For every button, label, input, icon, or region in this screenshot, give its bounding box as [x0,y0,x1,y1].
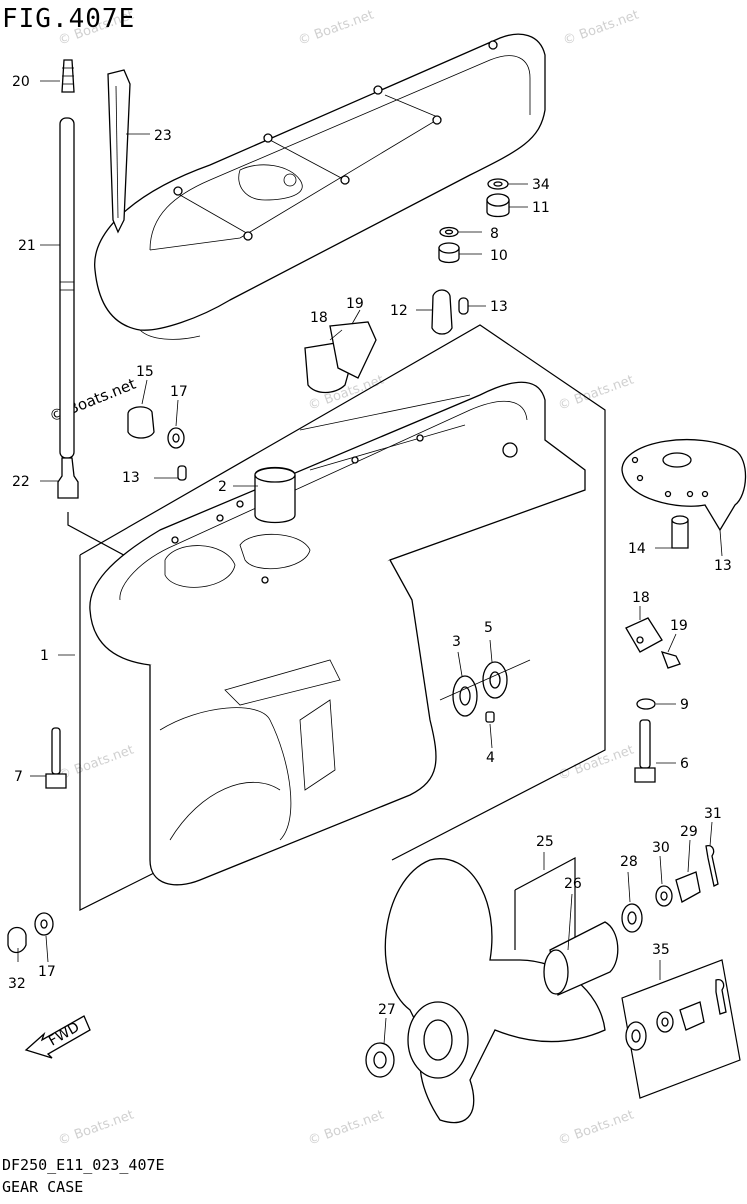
callout-17: 17 [170,384,188,400]
callout-8: 8 [490,226,499,242]
figure-code: DF250_E11_023_407E [2,1156,165,1174]
callout-20: 18 [310,310,328,326]
leader-lines [17,80,723,1045]
callout-33: 32 [8,976,26,992]
callout-22: 20 [12,74,30,90]
part-bolt-7 [45,727,67,789]
part-bearing-group [439,659,531,723]
callout-32: 31 [704,806,722,822]
callout-13: 13 [490,299,508,315]
callout-7: 7 [14,769,23,785]
svg-text:© Boats.net: © Boats.net [296,8,376,49]
part-trim-tab [621,439,747,549]
parts-18-19-9-6 [625,617,681,783]
part-shift-rod [57,59,79,499]
callout-27: 26 [564,876,582,892]
part-plug-16 [127,406,187,481]
svg-text:© Boats.net: © Boats.net [556,743,636,784]
part-propeller [365,858,606,1124]
parts-thrust-group [514,844,719,996]
callout-26: 25 [536,834,554,850]
svg-text:© Boats.net: © Boats.net [561,8,641,49]
callout-16: 15 [136,364,154,380]
callout-labels: 20 23 21 22 34 11 8 10 12 13 19 18 15 17… [8,74,732,1018]
callout-18: 18 [632,590,650,606]
figure-name: GEAR CASE [2,1178,84,1196]
svg-text:© Boats.net: © Boats.net [56,1108,136,1149]
callout-9: 9 [680,697,689,713]
callout-3: 3 [452,634,461,650]
callout-23: 21 [18,238,36,254]
part-cover-plate [94,33,546,340]
callout-25: 23 [154,128,172,144]
callout-34: 34 [532,177,550,193]
svg-text:© Boats.net: © Boats.net [556,373,636,414]
callout-35: 35 [652,942,670,958]
callout-24: 22 [12,474,30,490]
callout-1: 1 [40,648,49,664]
callout-28: 27 [378,1002,396,1018]
callout-13b: 13 [122,470,140,486]
callout-30: 29 [680,824,698,840]
callout-21: 19 [346,296,364,312]
callout-19: 19 [670,618,688,634]
callout-5: 5 [484,620,493,636]
fwd-arrow: FWD [24,1015,91,1059]
parts-33-17-lower [7,912,54,954]
callout-2: 2 [218,479,227,495]
callout-15: 14 [628,541,646,557]
figure-title: FIG.407E [2,4,136,34]
callout-10: 10 [490,248,508,264]
part-tool-rod [107,69,131,234]
svg-text:© Boats.net: © Boats.net [556,1108,636,1149]
svg-text:© Boats.net: © Boats.net [56,743,136,784]
callout-11: 11 [532,200,550,216]
callout-29: 28 [620,854,638,870]
svg-text:© Boats.net: © Boats.net [306,1108,386,1149]
clip-parts-group [304,289,469,394]
part-gear-case [89,381,586,886]
callout-6: 6 [680,756,689,772]
callout-17b: 17 [38,964,56,980]
callout-14: 13 [714,558,732,574]
small-nuts-group [438,178,510,264]
callout-4: 4 [486,750,495,766]
callout-31: 30 [652,840,670,856]
callout-12: 12 [390,303,408,319]
part-kit-35 [621,959,741,1099]
